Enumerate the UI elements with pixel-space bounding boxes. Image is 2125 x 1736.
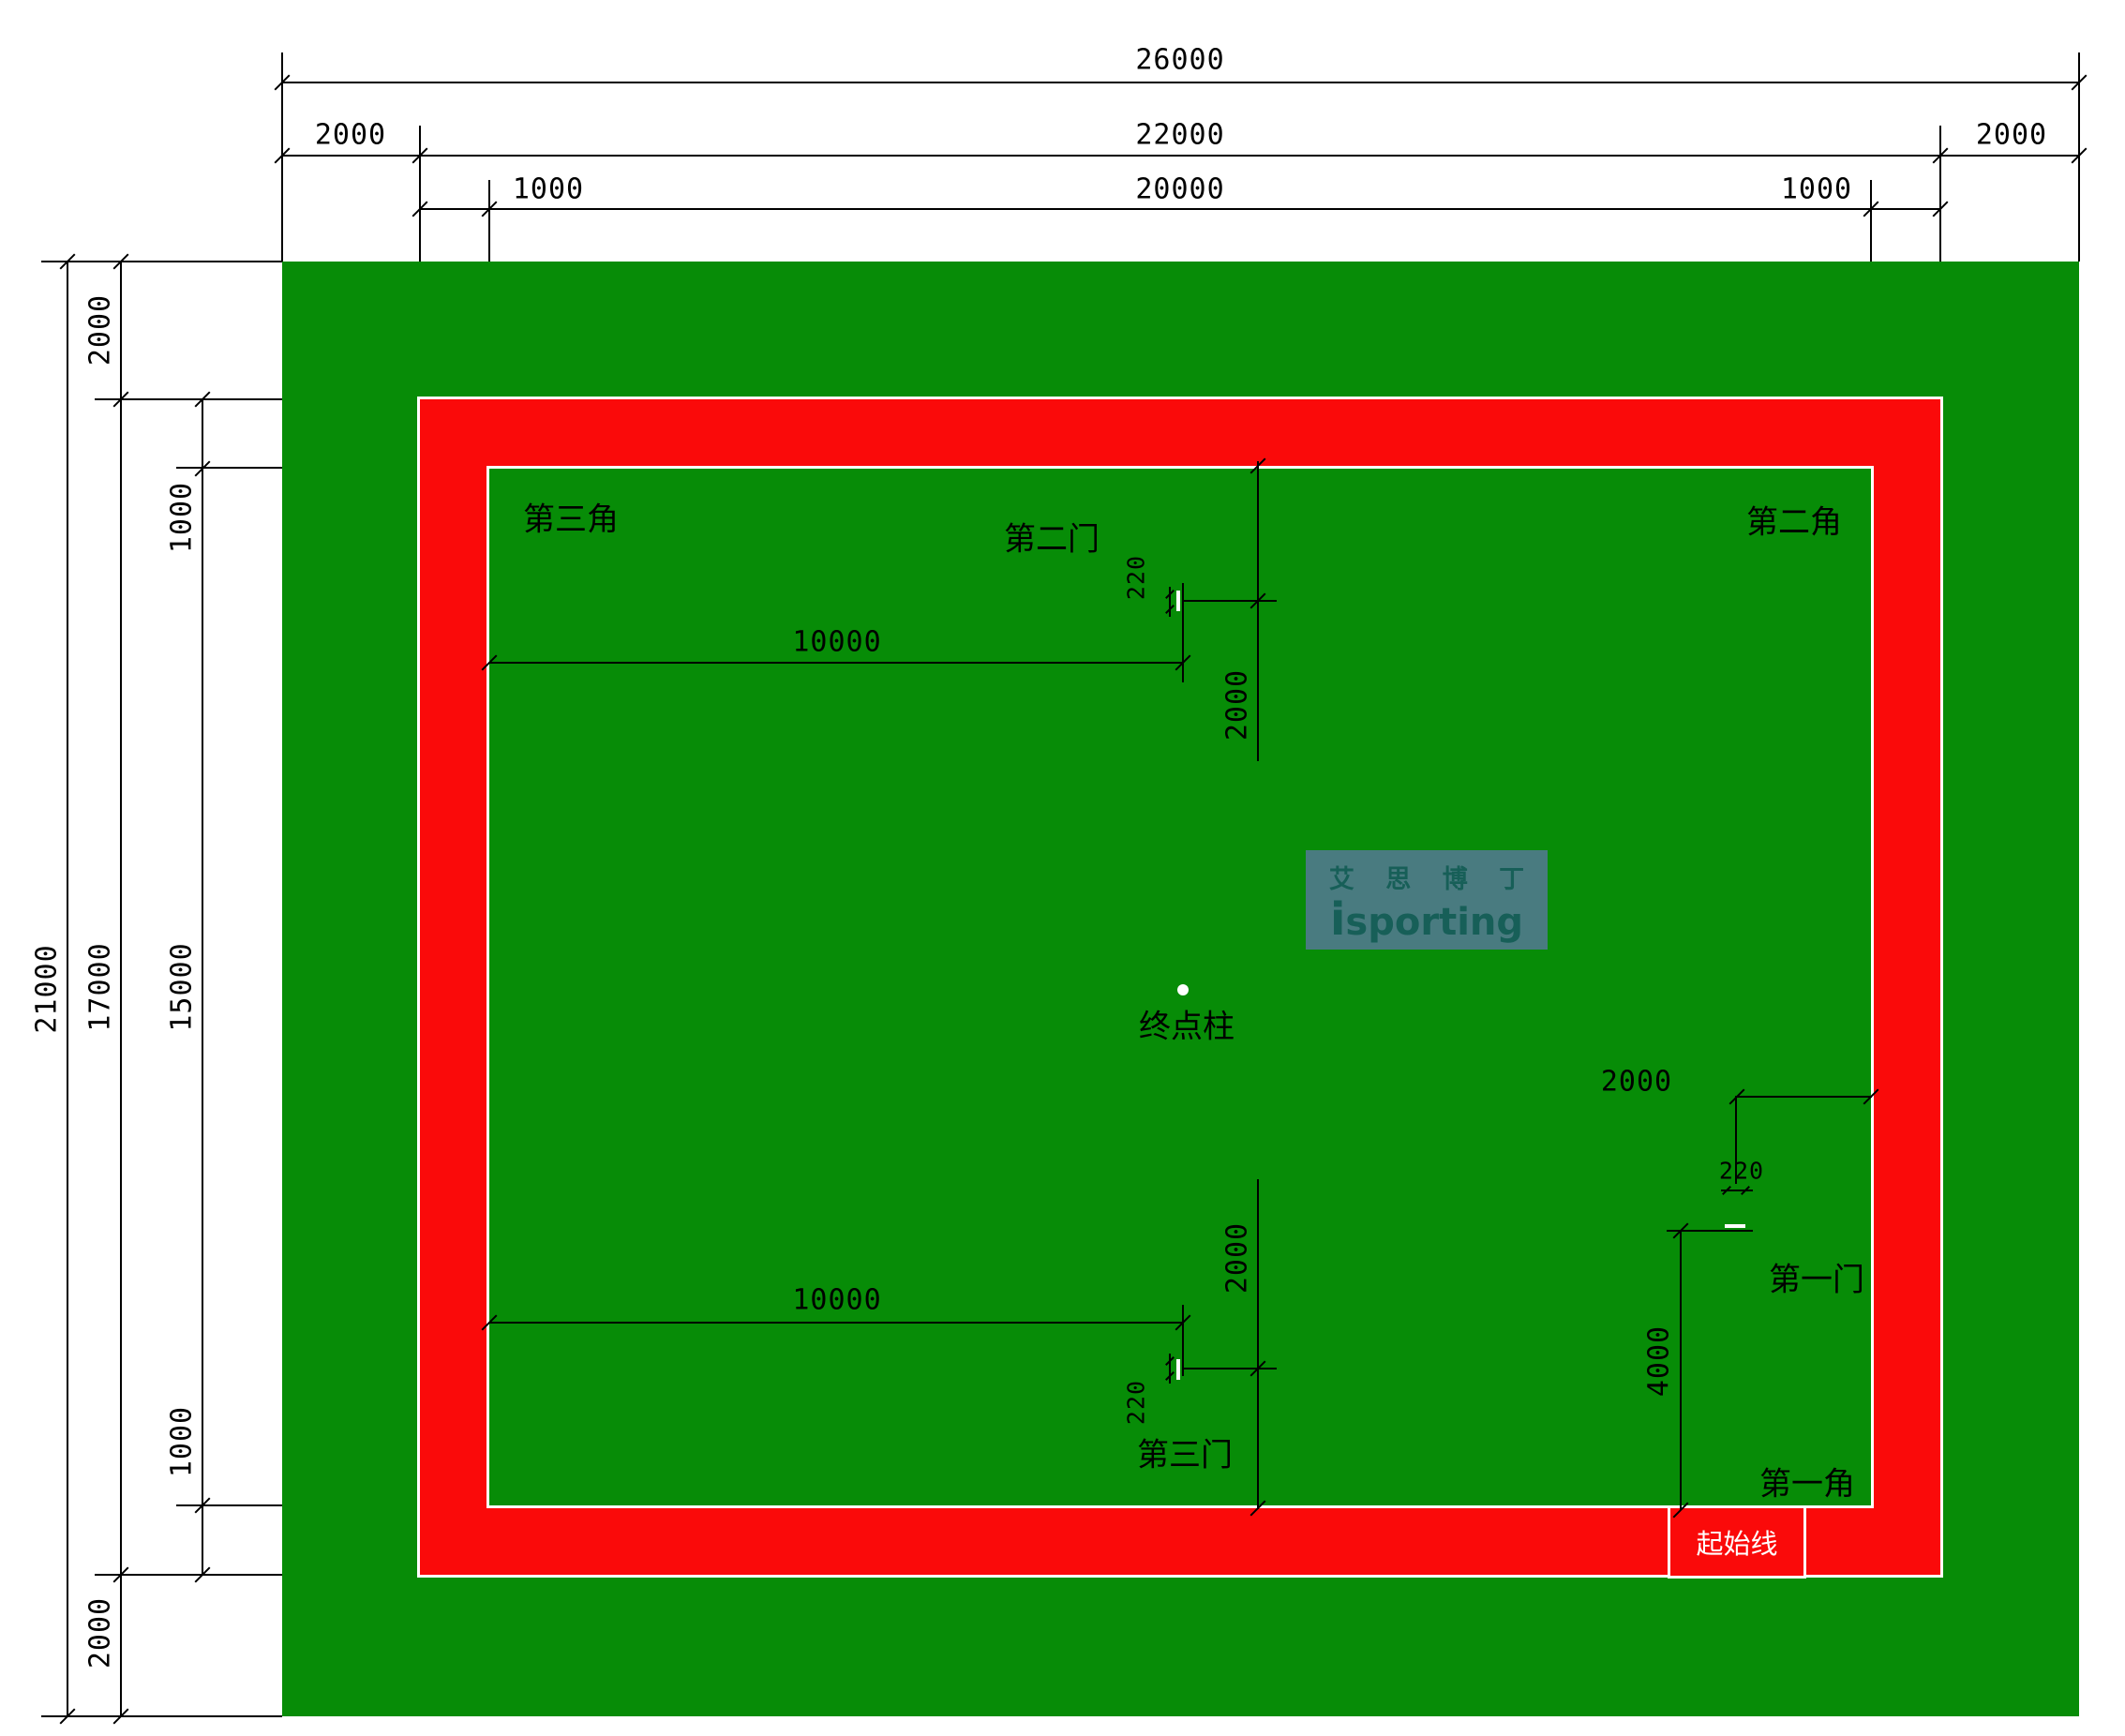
extension-line (1182, 583, 1184, 682)
brand-en-text: isporting (1330, 897, 1523, 942)
dim-line (282, 82, 2079, 83)
dim-gate2-x: 10000 (792, 625, 882, 659)
brand-cn-text: 艾 思 博 丁 (1328, 864, 1536, 894)
extension-line (95, 1574, 282, 1576)
dim-gate3-y: 2000 (1220, 1221, 1254, 1295)
dim-gate1-y: 4000 (1642, 1324, 1676, 1398)
start-line-label: 起始线 (1696, 1528, 1778, 1560)
dim-line (67, 262, 68, 1716)
dim-gate2-width: 220 (1122, 554, 1150, 601)
dim-band-height-bottom: 1000 (165, 1405, 199, 1478)
dim-total-height: 21000 (30, 944, 64, 1034)
dim-line (1257, 461, 1259, 761)
finish-post-dot (1177, 984, 1189, 995)
dim-outer-margin-bottom: 2000 (83, 1596, 117, 1669)
label-gate2: 第二门 (1004, 520, 1100, 559)
label-corner2: 第二角 (1746, 503, 1842, 542)
dim-line (202, 399, 203, 1575)
extension-line (1735, 1096, 1737, 1184)
label-corner1: 第一角 (1759, 1465, 1855, 1504)
dim-gate3-x: 10000 (792, 1283, 882, 1317)
dim-line (489, 1322, 1183, 1324)
dim-inner-width: 20000 (1135, 172, 1225, 206)
extension-line (2078, 52, 2080, 262)
dim-band-height-top: 1000 (165, 481, 199, 554)
dim-line (1257, 1179, 1259, 1509)
dim-gate3-width: 220 (1122, 1379, 1150, 1426)
dim-line (1721, 1190, 1753, 1191)
brand-watermark: 艾 思 博 丁 isporting (1306, 850, 1548, 950)
dim-band-width-left: 1000 (512, 172, 585, 206)
dim-total-width: 26000 (1135, 43, 1225, 77)
dim-band-width-right: 1000 (1780, 172, 1853, 206)
extension-line (1183, 600, 1277, 602)
extension-line (176, 467, 282, 469)
brand-en-i: i (1329, 892, 1346, 946)
label-corner3: 第三角 (523, 501, 619, 539)
gate2-marker (1176, 591, 1180, 611)
label-gate3: 第三门 (1137, 1436, 1233, 1474)
extension-line (1182, 1305, 1184, 1376)
extension-line (95, 398, 282, 400)
dim-line (1169, 1354, 1171, 1384)
extension-line (419, 126, 421, 262)
dim-line (1169, 587, 1171, 617)
dim-line (1680, 1231, 1682, 1510)
gate1-marker (1725, 1224, 1745, 1228)
start-area-box: 起始线 (1668, 1505, 1806, 1579)
dim-gate2-y: 2000 (1220, 668, 1254, 741)
dim-outer-margin-left: 2000 (314, 118, 387, 152)
dim-line (420, 208, 1940, 210)
label-finish-post: 终点柱 (1139, 1008, 1235, 1046)
dim-line (282, 155, 2079, 157)
dim-line (489, 662, 1183, 664)
extension-line (1667, 1230, 1753, 1232)
extension-line (1183, 1368, 1277, 1369)
gate3-marker (1176, 1359, 1180, 1380)
extension-line (488, 180, 490, 262)
extension-line (281, 52, 283, 262)
dim-line (120, 262, 122, 1716)
dim-gate1-x: 2000 (1600, 1065, 1673, 1099)
extension-line (41, 1715, 282, 1717)
extension-line (1870, 180, 1872, 262)
extension-line (41, 261, 282, 262)
dim-band-outer-width: 22000 (1135, 118, 1225, 152)
dim-outer-margin-right: 2000 (1975, 118, 2048, 152)
brand-en-rest: sporting (1345, 900, 1524, 944)
label-gate1: 第一门 (1769, 1261, 1864, 1299)
dim-band-outer-height: 17000 (83, 942, 117, 1032)
dim-outer-margin-top: 2000 (83, 293, 117, 367)
dim-inner-height: 15000 (165, 942, 199, 1032)
extension-line (1939, 126, 1941, 262)
dim-gate1-width: 220 (1718, 1157, 1765, 1185)
dim-line (1736, 1096, 1872, 1098)
extension-line (176, 1504, 282, 1506)
